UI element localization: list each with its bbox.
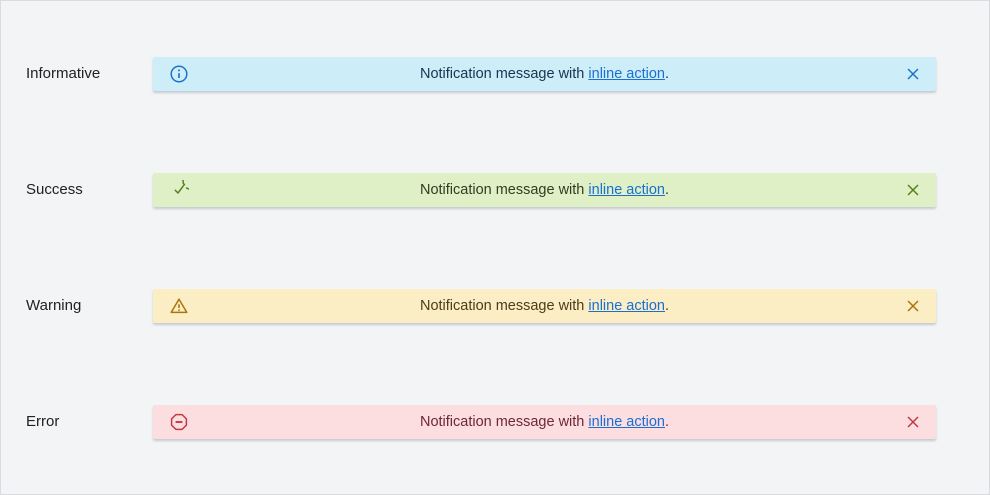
message-period: . xyxy=(664,414,670,430)
close-button[interactable] xyxy=(902,411,924,433)
banner-message: Notification message with inline action. xyxy=(153,405,936,439)
notification-row-warning: Warning Notification message with inline… xyxy=(1,289,989,323)
row-label-error: Error xyxy=(26,413,60,430)
banner-success: Notification message with inline action. xyxy=(153,173,936,207)
success-icon xyxy=(169,180,189,200)
message-period: . xyxy=(664,66,670,82)
notification-row-informative: Informative Notification message with in… xyxy=(1,57,989,91)
close-button[interactable] xyxy=(902,179,924,201)
info-icon xyxy=(169,64,189,84)
inline-action-link[interactable]: inline action xyxy=(588,298,665,314)
message-period: . xyxy=(664,182,670,198)
close-icon xyxy=(906,299,920,313)
message-text: Notification message with xyxy=(419,182,589,198)
banner-error: Notification message with inline action. xyxy=(153,405,936,439)
inline-action-link[interactable]: inline action xyxy=(588,182,665,198)
message-text: Notification message with xyxy=(419,298,589,314)
notification-row-success: Success Notification message with inline… xyxy=(1,173,989,207)
message-text: Notification message with xyxy=(419,66,589,82)
row-label-success: Success xyxy=(26,181,83,198)
warning-icon xyxy=(169,296,189,316)
row-label-informative: Informative xyxy=(26,65,101,82)
close-icon xyxy=(906,67,920,81)
close-button[interactable] xyxy=(902,295,924,317)
message-text: Notification message with xyxy=(419,414,589,430)
error-icon xyxy=(169,412,189,432)
notification-row-error: Error Notification message with inline a… xyxy=(1,405,989,439)
row-label-warning: Warning xyxy=(26,297,82,314)
banner-informative: Notification message with inline action. xyxy=(153,57,936,91)
close-icon xyxy=(906,415,920,429)
banner-message: Notification message with inline action. xyxy=(153,57,936,91)
close-button[interactable] xyxy=(902,63,924,85)
banner-message: Notification message with inline action. xyxy=(153,173,936,207)
inline-action-link[interactable]: inline action xyxy=(588,66,665,82)
inline-action-link[interactable]: inline action xyxy=(588,414,665,430)
message-period: . xyxy=(664,298,670,314)
banner-message: Notification message with inline action. xyxy=(153,289,936,323)
banner-warning: Notification message with inline action. xyxy=(153,289,936,323)
close-icon xyxy=(906,183,920,197)
